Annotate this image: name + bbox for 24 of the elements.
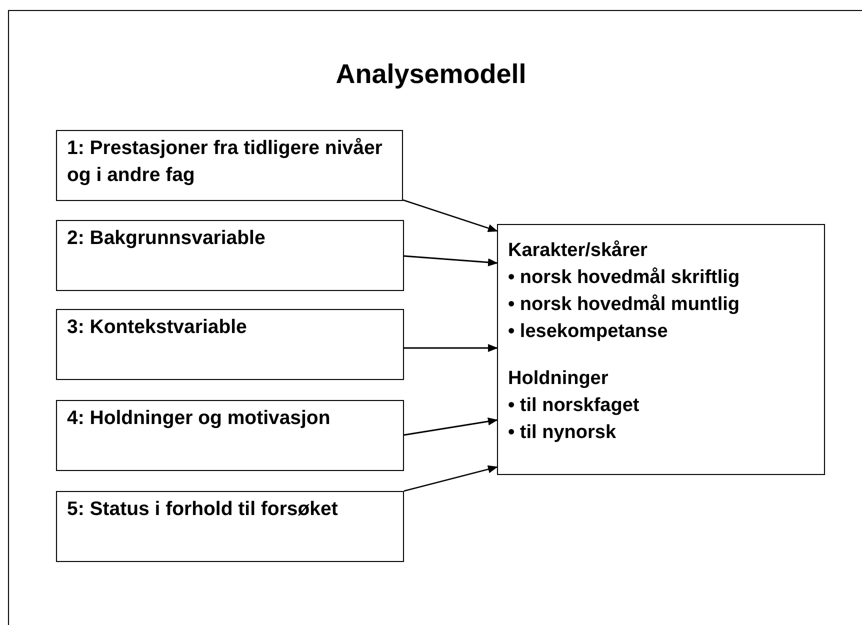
node-text: Karakter/skårer bbox=[508, 239, 648, 263]
arrow bbox=[404, 344, 498, 352]
node-text: 4: Holdninger og motivasjon bbox=[67, 406, 332, 431]
outcome-box bbox=[497, 224, 825, 475]
arrow bbox=[404, 417, 498, 436]
factor-box bbox=[56, 491, 404, 562]
factor-box bbox=[56, 130, 403, 201]
node-text: • til nynorsk bbox=[508, 421, 616, 445]
node-text: • norsk hovedmål muntlig bbox=[508, 293, 740, 317]
node-text: • til norskfaget bbox=[508, 394, 640, 418]
node-text: Holdninger bbox=[508, 367, 608, 391]
factor-box bbox=[56, 309, 404, 380]
node-text: 2: Bakgrunnsvariable bbox=[67, 226, 266, 251]
node-text: • norsk hovedmål skriftlig bbox=[508, 266, 740, 290]
node-text: 5: Status i forhold til forsøket bbox=[67, 497, 339, 522]
node-text: 3: Kontekstvariable bbox=[67, 315, 248, 340]
arrow bbox=[404, 255, 498, 266]
factor-box bbox=[56, 400, 404, 471]
node-text: 1: Prestasjoner fra tidligere nivåer og i andre fag bbox=[67, 136, 384, 188]
arrow bbox=[402, 199, 498, 232]
node-text: • lesekompetanse bbox=[508, 320, 668, 344]
factor-box bbox=[56, 220, 404, 291]
title: Analysemodell bbox=[334, 58, 528, 91]
arrow bbox=[404, 465, 498, 492]
